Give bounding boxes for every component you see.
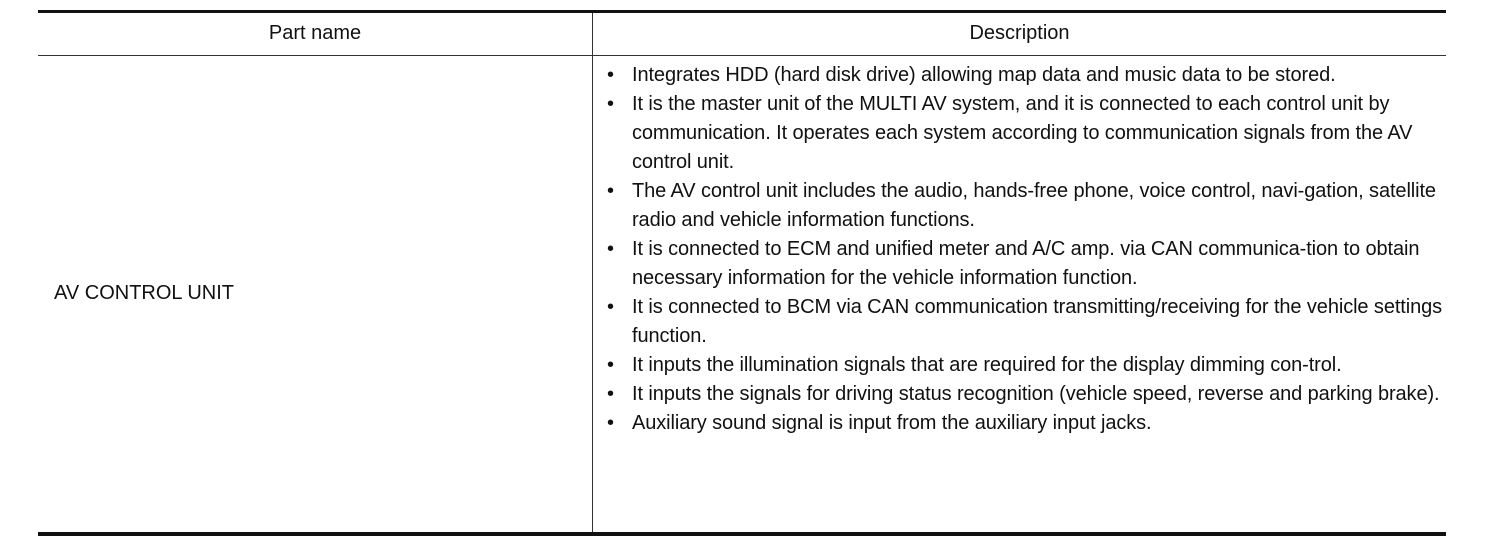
bullet-icon: • (607, 296, 614, 318)
table-header-row: Part name Description (38, 13, 1446, 56)
header-description: Description (969, 22, 1070, 44)
description-bullet: • It inputs the signals for driving stat… (605, 380, 1445, 409)
bullet-icon: • (607, 238, 614, 260)
description-bullet: • It is connected to ECM and unified met… (605, 235, 1445, 293)
bullet-icon: • (607, 354, 614, 376)
bullet-text: It is connected to ECM and unified meter… (632, 238, 1420, 289)
description-bullet: • Auxiliary sound signal is input from t… (605, 409, 1445, 438)
description-cell: • Integrates HDD (hard disk drive) allow… (605, 61, 1445, 438)
description-bullet: • The AV control unit includes the audio… (605, 177, 1445, 235)
bullet-text: The AV control unit includes the audio, … (632, 180, 1436, 231)
column-divider (592, 13, 593, 532)
bullet-icon: • (607, 64, 614, 86)
bullet-icon: • (607, 93, 614, 115)
bullet-icon: • (607, 412, 614, 434)
bullet-icon: • (607, 180, 614, 202)
bullet-text: It inputs the illumination signals that … (632, 354, 1342, 376)
description-bullet: • Integrates HDD (hard disk drive) allow… (605, 61, 1445, 90)
parts-table: Part name Description AV CONTROL UNIT • … (38, 10, 1446, 536)
description-bullet: • It inputs the illumination signals tha… (605, 351, 1445, 380)
bullet-text: Auxiliary sound signal is input from the… (632, 412, 1152, 434)
description-bullet: • It is the master unit of the MULTI AV … (605, 90, 1445, 177)
bullet-text: It is the master unit of the MULTI AV sy… (632, 93, 1413, 173)
bullet-text: It is connected to BCM via CAN communica… (632, 296, 1443, 347)
description-bullet: • It is connected to BCM via CAN communi… (605, 293, 1445, 351)
header-part-name: Part name (268, 22, 362, 44)
bullet-text: Integrates HDD (hard disk drive) allowin… (632, 64, 1336, 86)
bullet-text: It inputs the signals for driving status… (632, 383, 1440, 405)
bullet-icon: • (607, 383, 614, 405)
part-name-cell: AV CONTROL UNIT (54, 282, 235, 304)
description-bullet-list: • Integrates HDD (hard disk drive) allow… (605, 61, 1445, 438)
